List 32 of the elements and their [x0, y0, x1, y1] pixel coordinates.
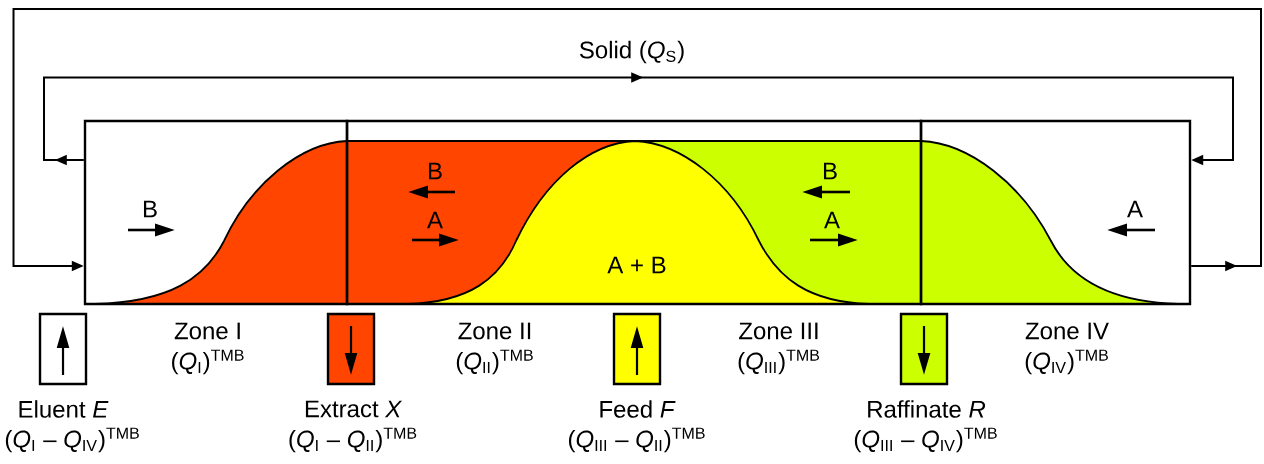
flow-rate-label: (Q$_{I}$ – Q$_{II}$)$^{TMB}$ — [289, 427, 417, 453]
zone-label: Zone I — [174, 322, 240, 340]
component-label: B — [429, 162, 442, 180]
component-label: B — [144, 200, 157, 218]
column-section — [345, 119, 923, 306]
flow-rate-label: (Q$_{I}$)$^{TMB}$ — [172, 349, 244, 375]
column-section — [83, 119, 349, 306]
stream-label: Extract X — [305, 400, 403, 418]
flow-rate-label: (Q$_{IV}$)$^{TMB}$ — [1025, 349, 1108, 375]
zone-label: Zone III — [739, 322, 818, 340]
flow-rate-label: (Q$_{I}$ – Q$_{IV}$)$^{TMB}$ — [5, 427, 139, 453]
zone-label: Zone II — [458, 322, 531, 340]
stream-label: Eluent E — [19, 400, 109, 418]
zone-label: Zone IV — [1025, 322, 1109, 340]
flow-rate-label: (Q$_{III}$ – Q$_{II}$)$^{TMB}$ — [569, 427, 705, 453]
component-label: A — [1127, 200, 1143, 218]
loop-arrow — [43, 72, 1234, 166]
flow-rate-label: (Q$_{III}$)$^{TMB}$ — [738, 349, 820, 375]
port-box — [38, 312, 88, 386]
port-box — [612, 312, 662, 386]
edge-label: Solid (Q$_{S}$) — [576, 38, 688, 66]
port-box — [326, 312, 376, 386]
component-label: A — [824, 211, 840, 229]
port-box — [899, 312, 949, 386]
column-section — [919, 119, 1192, 306]
flow-rate-label: (Q$_{III}$ – Q$_{IV}$)$^{TMB}$ — [854, 427, 997, 453]
component-label: B — [824, 162, 837, 180]
flow-rate-label: (Q$_{II}$)$^{TMB}$ — [456, 349, 533, 375]
mixture-label: A + B — [607, 256, 666, 274]
stream-label: Feed F — [600, 400, 676, 418]
component-label: A — [427, 211, 443, 229]
stream-label: Raffinate R — [868, 400, 986, 418]
